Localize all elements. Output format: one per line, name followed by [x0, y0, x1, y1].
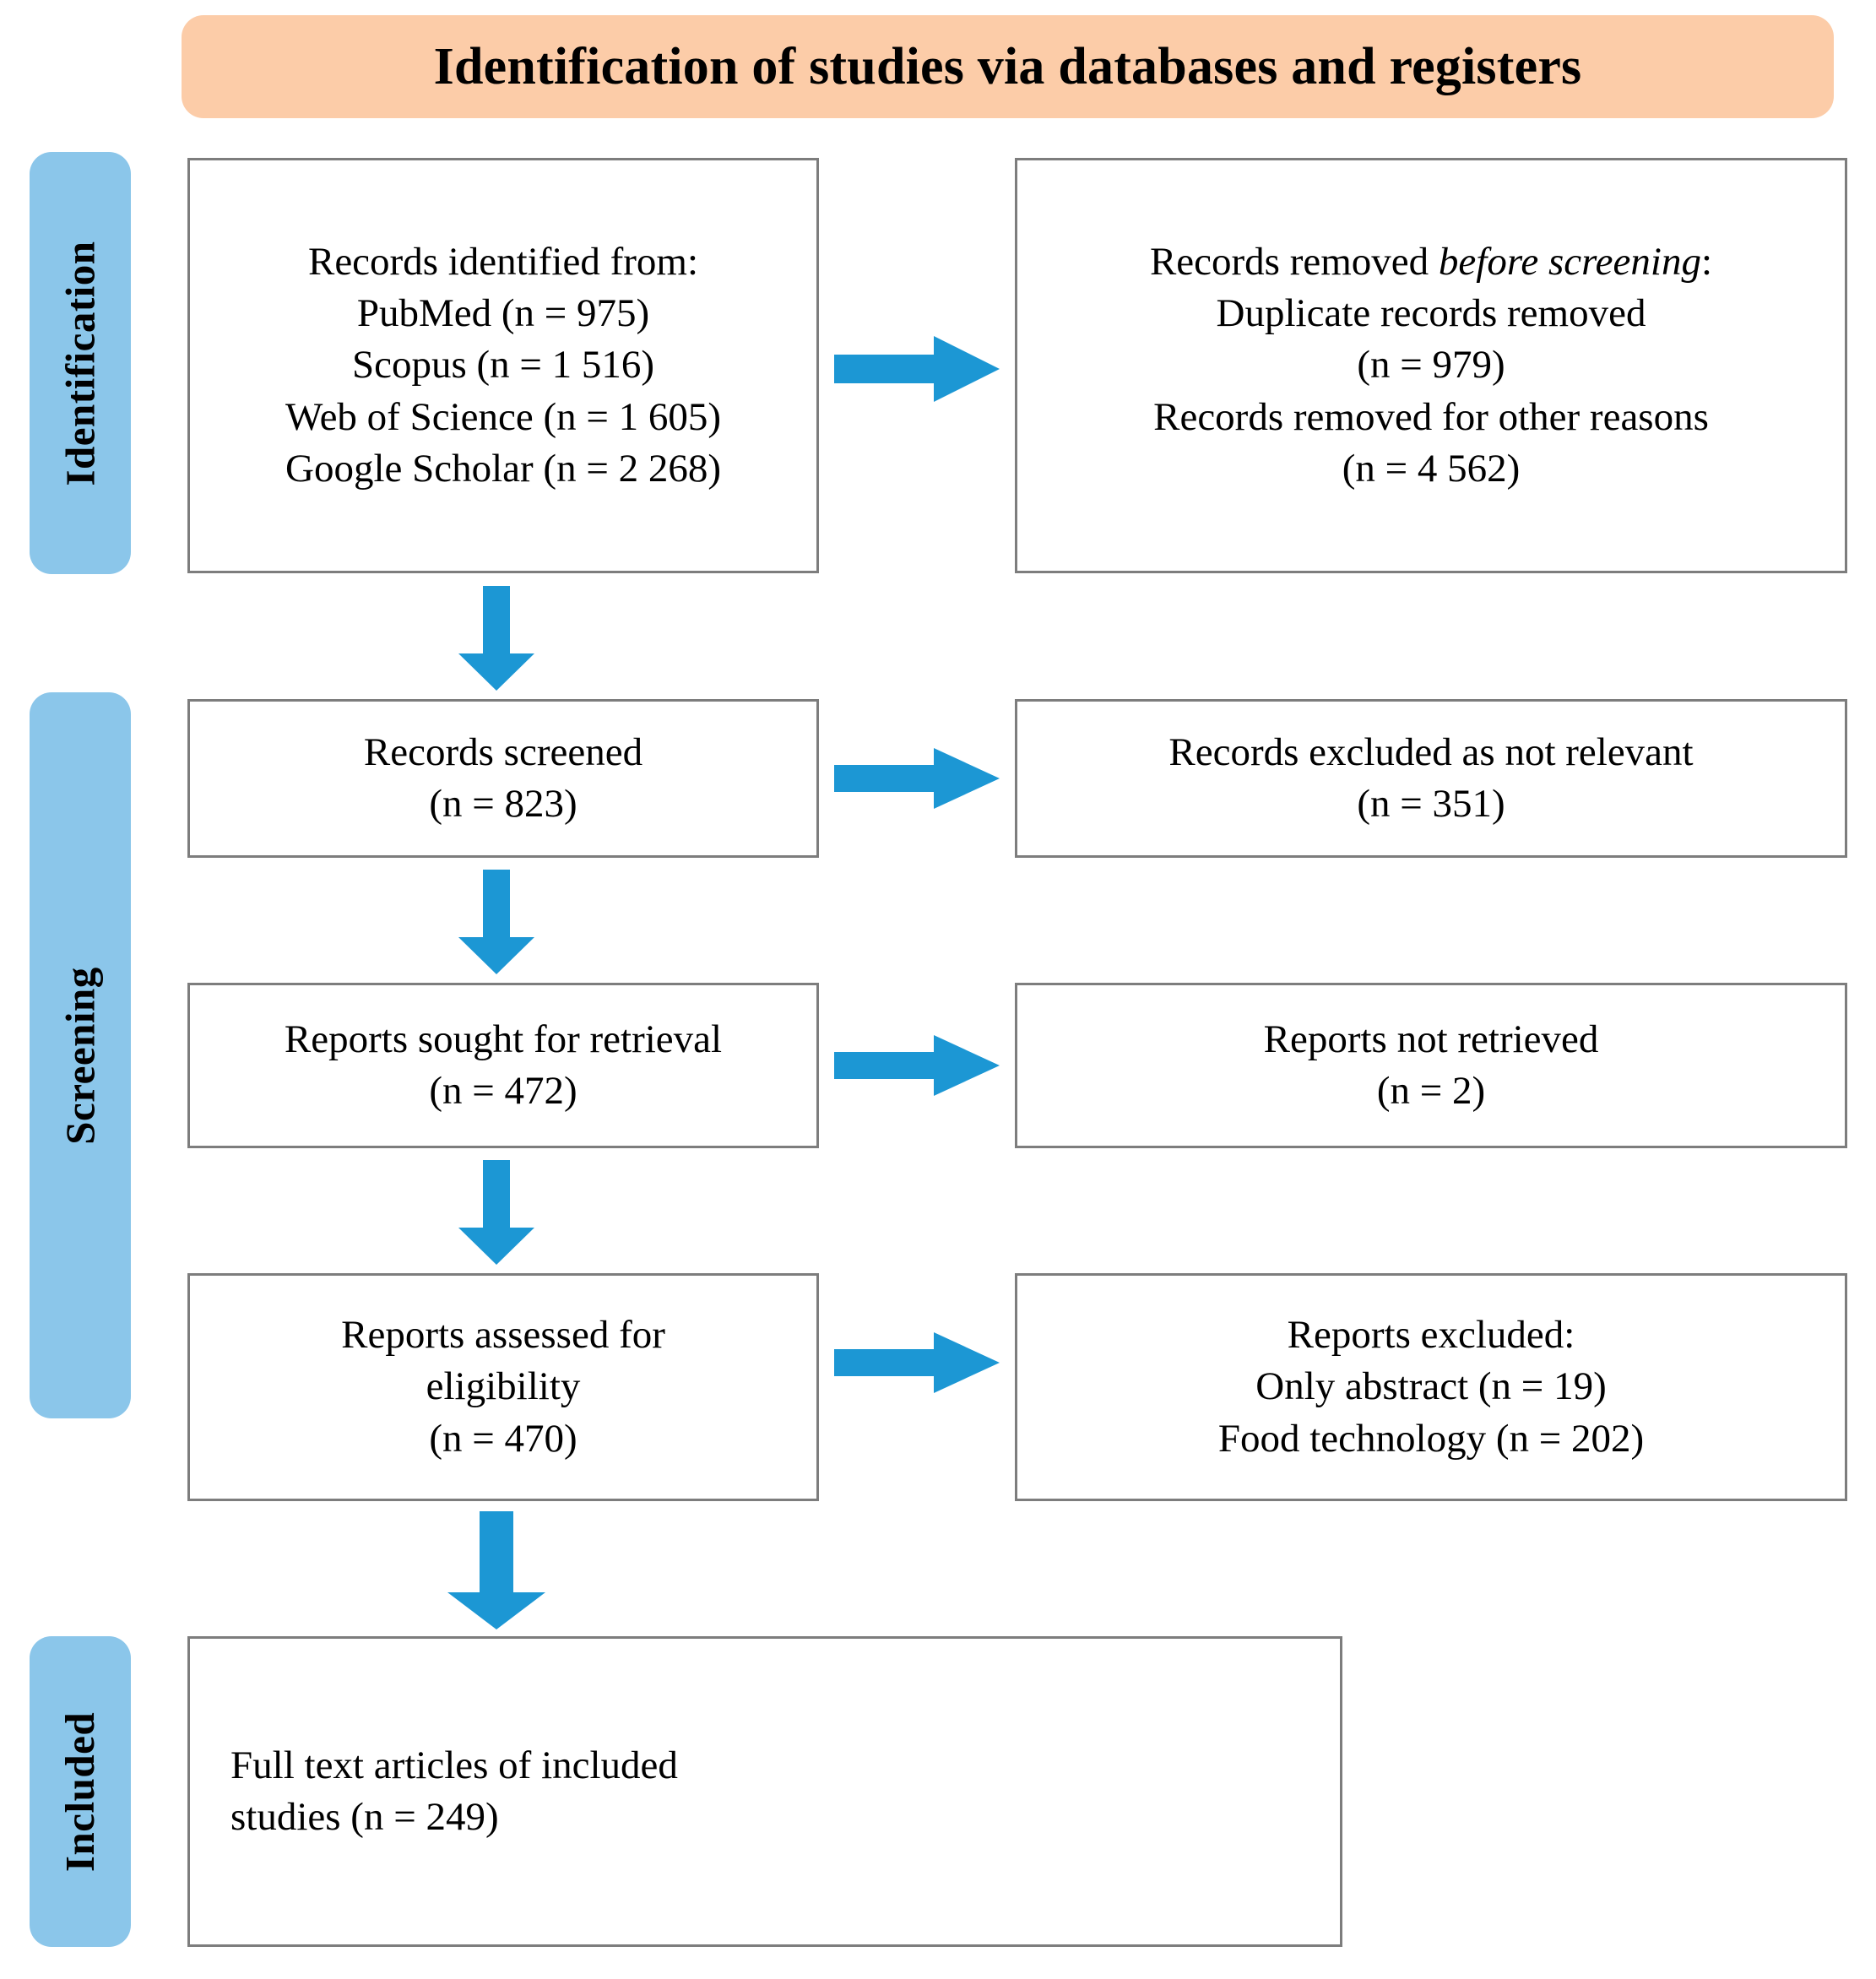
- line-not-retrieved-0: Reports not retrieved: [1263, 1017, 1599, 1061]
- arrow-down-icon-sought-to-assessed: [458, 1160, 534, 1265]
- line-excluded-1: (n = 351): [1357, 782, 1505, 826]
- box-reports-excluded: Reports excluded: Only abstract (n = 19)…: [1015, 1273, 1847, 1501]
- stage-label-screening-text: Screening: [57, 966, 104, 1145]
- box-reports-not-retrieved: Reports not retrieved (n = 2): [1015, 983, 1847, 1148]
- box-records-excluded-not-relevant: Records excluded as not relevant (n = 35…: [1015, 699, 1847, 858]
- line-assessed-1: eligibility: [426, 1364, 581, 1409]
- arrow-right-icon-sought-to-not-retrieved: [834, 1035, 1000, 1096]
- box-included-studies-text: Full text articles of included studies (…: [205, 1740, 1325, 1843]
- line-records-identified-3: Web of Science (n = 1 605): [285, 394, 722, 439]
- box-reports-assessed-text: Reports assessed for eligibility (n = 47…: [205, 1309, 801, 1464]
- line-sought-1: (n = 472): [429, 1069, 577, 1113]
- stage-label-screening: Screening: [30, 692, 131, 1418]
- line-not-retrieved-1: (n = 2): [1376, 1069, 1486, 1113]
- line-removed-suffix: :: [1700, 240, 1713, 285]
- line-removed-1: (n = 979): [1357, 343, 1505, 388]
- line-records-identified-0: Records identified from:: [307, 240, 699, 285]
- stage-label-included-text: Included: [57, 1711, 104, 1872]
- box-records-removed-before-screening: Records removed before screening: Duplic…: [1015, 158, 1847, 573]
- line-rep-excluded-0: Reports excluded:: [1287, 1313, 1575, 1358]
- line-removed-prefix: Records removed: [1149, 240, 1439, 285]
- diagram-header-banner: Identification of studies via databases …: [182, 15, 1834, 118]
- box-records-excluded-text: Records excluded as not relevant (n = 35…: [1033, 727, 1830, 830]
- arrow-right-icon-screened-to-excluded: [834, 748, 1000, 809]
- line-removed-3: (n = 4 562): [1342, 446, 1521, 491]
- box-reports-not-retrieved-text: Reports not retrieved (n = 2): [1033, 1014, 1830, 1117]
- line-removed-0: Duplicate records removed: [1216, 291, 1646, 336]
- box-records-identified: Records identified from: PubMed (n = 975…: [187, 158, 819, 573]
- box-records-screened: Records screened (n = 823): [187, 699, 819, 858]
- page-title: Identification of studies via databases …: [433, 37, 1582, 95]
- box-reports-sought-for-retrieval: Reports sought for retrieval (n = 472): [187, 983, 819, 1148]
- box-reports-sought-text: Reports sought for retrieval (n = 472): [205, 1014, 801, 1117]
- arrow-down-icon-screened-to-sought: [458, 870, 534, 974]
- line-records-identified-4: Google Scholar (n = 2 268): [285, 446, 721, 491]
- stage-label-identification-text: Identification: [57, 240, 104, 486]
- line-excluded-0: Records excluded as not relevant: [1168, 729, 1694, 774]
- line-included-1: studies (n = 249): [230, 1795, 499, 1839]
- line-removed-italic: before screening: [1438, 240, 1701, 285]
- stage-label-identification: Identification: [30, 152, 131, 574]
- line-records-identified-1: PubMed (n = 975): [356, 291, 650, 336]
- box-records-identified-text: Records identified from: PubMed (n = 975…: [205, 236, 801, 494]
- stage-label-included: Included: [30, 1636, 131, 1947]
- box-reports-excluded-text: Reports excluded: Only abstract (n = 19)…: [1033, 1309, 1830, 1464]
- line-rep-excluded-1: Only abstract (n = 19): [1255, 1364, 1607, 1409]
- line-included-0: Full text articles of included: [230, 1743, 678, 1787]
- line-removed-2: Records removed for other reasons: [1153, 394, 1709, 439]
- line-screened-1: (n = 823): [429, 782, 577, 826]
- line-records-identified-2: Scopus (n = 1 516): [351, 343, 655, 388]
- arrow-down-icon-identified-to-screened: [458, 586, 534, 691]
- box-reports-assessed-for-eligibility: Reports assessed for eligibility (n = 47…: [187, 1273, 819, 1501]
- box-full-text-articles-included: Full text articles of included studies (…: [187, 1636, 1342, 1947]
- arrow-right-icon-identified-to-removed: [834, 336, 1000, 402]
- line-rep-excluded-2: Food technology (n = 202): [1217, 1416, 1645, 1461]
- line-screened-0: Records screened: [363, 729, 643, 774]
- box-records-removed-text: Records removed before screening: Duplic…: [1033, 236, 1830, 494]
- box-records-screened-text: Records screened (n = 823): [205, 727, 801, 830]
- arrow-down-icon-assessed-to-included: [447, 1511, 545, 1629]
- line-assessed-2: (n = 470): [429, 1416, 577, 1461]
- line-sought-0: Reports sought for retrieval: [284, 1017, 723, 1061]
- arrow-right-icon-assessed-to-reports-excluded: [834, 1332, 1000, 1393]
- line-assessed-0: Reports assessed for: [341, 1313, 665, 1358]
